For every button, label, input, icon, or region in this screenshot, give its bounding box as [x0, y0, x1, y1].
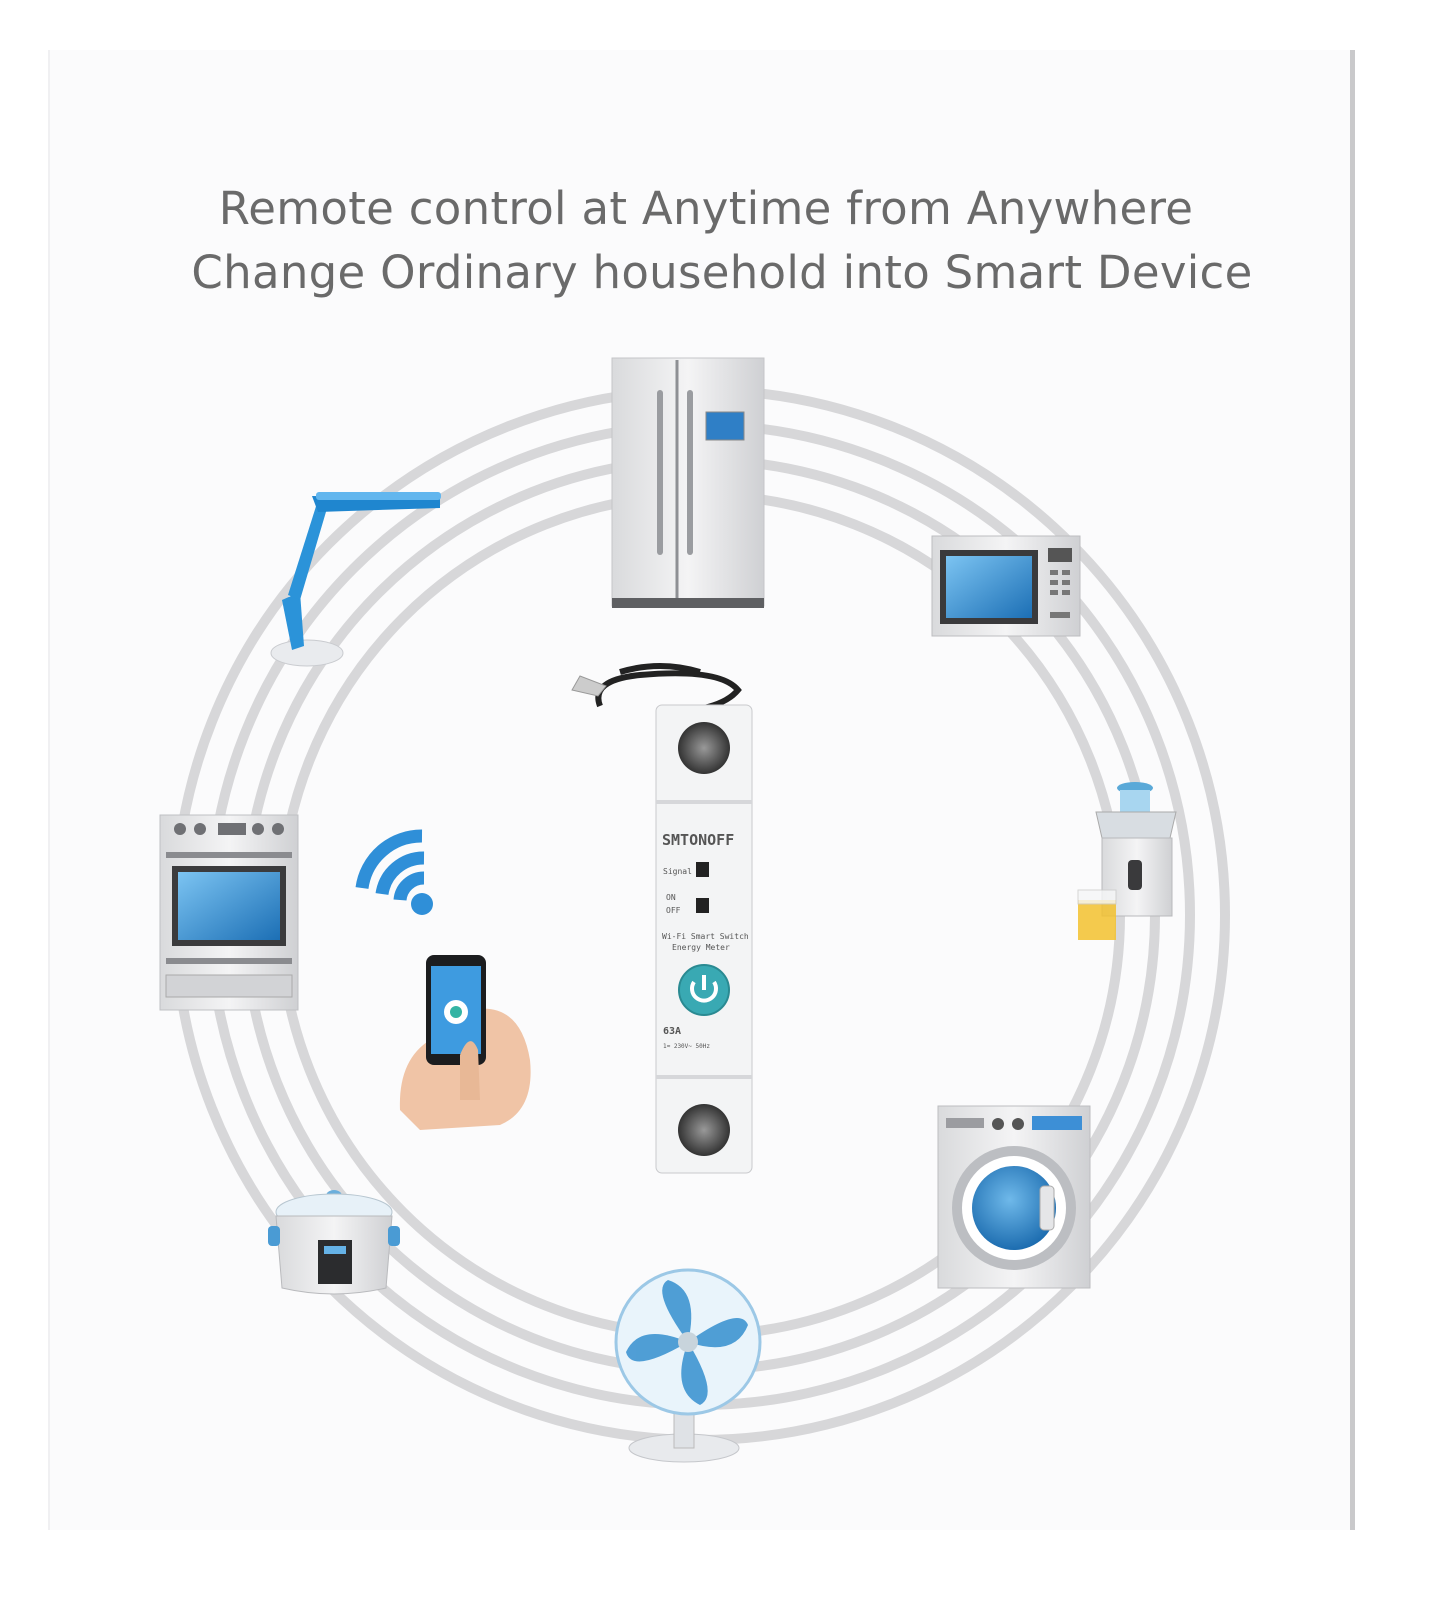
rice-cooker-icon [268, 1190, 400, 1295]
signal-indicator [696, 862, 709, 877]
refrigerator-icon [611, 357, 765, 608]
washing-machine-icon [937, 1105, 1091, 1289]
off-label: OFF [666, 906, 681, 915]
wifi-dot [411, 893, 433, 915]
right-border [1350, 50, 1355, 1530]
oven-icon [159, 814, 299, 1011]
juicer-icon [1077, 782, 1177, 940]
headline-line-2: Change Ordinary household into Smart Dev… [191, 246, 1253, 299]
smart-breaker-device: SMTONOFF Signal ON OFF Wi-Fi Smart Switc… [571, 663, 753, 1174]
microwave-icon [931, 535, 1081, 637]
on-label: ON [666, 893, 676, 902]
smartphone-hand-icon [399, 955, 531, 1130]
product-line-1: Wi-Fi Smart Switch [662, 932, 749, 941]
rating-label: 63A [663, 1026, 681, 1037]
breaker-brand: SMTONOFF [662, 831, 734, 849]
wifi-icon [355, 829, 425, 902]
onoff-indicator [696, 898, 709, 913]
spec-label: 1≈ 230V~ 50Hz [663, 1043, 710, 1050]
fan-icon [614, 1268, 762, 1463]
product-line-2: Energy Meter [672, 943, 730, 952]
signal-label: Signal [663, 867, 692, 876]
headline-line-1: Remote control at Anytime from Anywhere [218, 182, 1194, 235]
left-border [48, 50, 50, 1530]
desk-lamp-icon [270, 492, 441, 667]
